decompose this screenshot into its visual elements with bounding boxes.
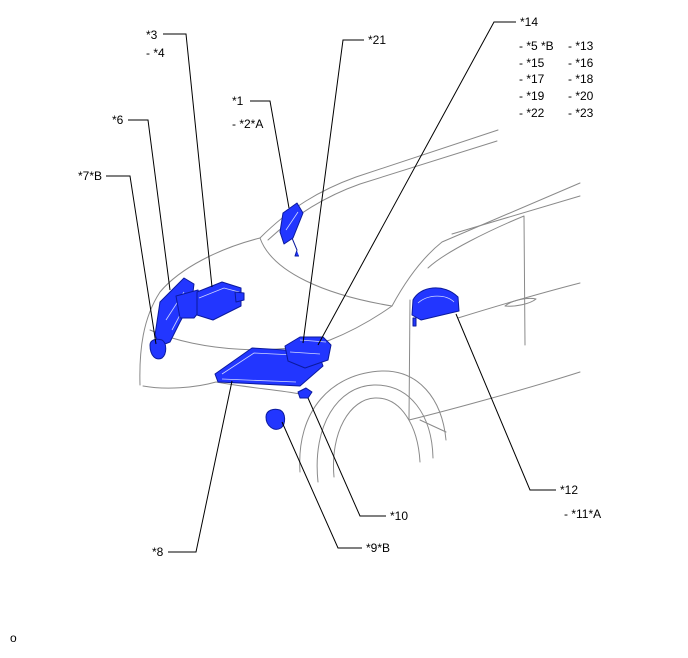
tire-outer bbox=[316, 384, 434, 483]
wheel-arch bbox=[299, 370, 447, 473]
callout-20: - *20 bbox=[568, 89, 594, 103]
fender-rear-line bbox=[419, 419, 447, 433]
tire-inner bbox=[332, 397, 421, 478]
component-12-mirror bbox=[411, 287, 460, 327]
leader-lines bbox=[106, 21, 556, 553]
callout-4: - *4 bbox=[146, 46, 165, 60]
callout-17: - *17 bbox=[519, 72, 545, 86]
leader-line-14 bbox=[317, 21, 516, 346]
roof-rail bbox=[451, 195, 581, 235]
callout-12: *12 bbox=[560, 483, 578, 497]
callout-14: *14 bbox=[520, 15, 538, 29]
door-belt-line bbox=[457, 282, 581, 319]
door-window-frame bbox=[427, 215, 526, 346]
leader-line-1 bbox=[250, 100, 290, 209]
leader-line-9 bbox=[281, 421, 362, 549]
a-pillar bbox=[391, 182, 581, 307]
component-9 bbox=[265, 408, 286, 430]
callout-15: - *15 bbox=[519, 56, 545, 70]
leader-line-12 bbox=[455, 313, 556, 491]
callout-18: - *18 bbox=[568, 72, 594, 86]
callout-11: - *11*A bbox=[564, 507, 601, 521]
callout-21: *21 bbox=[368, 33, 386, 47]
leader-line-8 bbox=[168, 380, 233, 553]
callout-8: *8 bbox=[152, 545, 164, 559]
windshield-top-inner bbox=[267, 140, 498, 241]
callout-22: - *22 bbox=[519, 106, 545, 120]
footer-mark: o bbox=[10, 631, 17, 645]
door-front-edge bbox=[408, 299, 411, 421]
fender-front-line bbox=[215, 381, 301, 395]
leader-line-21 bbox=[302, 39, 364, 344]
callout-10: *10 bbox=[390, 509, 408, 523]
leader-line-3 bbox=[163, 33, 213, 288]
callout-labels: *3 - *4 *21 *14 - *5 *B - *13 - *15 - *1… bbox=[10, 15, 601, 645]
component-1 bbox=[279, 202, 304, 257]
door-handle bbox=[504, 297, 537, 307]
callout-19: - *19 bbox=[519, 89, 545, 103]
callout-7: *7*B bbox=[78, 169, 102, 183]
component-7 bbox=[149, 338, 167, 360]
callout-1: *1 bbox=[232, 94, 244, 108]
callout-3: *3 bbox=[146, 28, 158, 42]
windshield-base bbox=[259, 237, 393, 307]
callout-5: - *5 *B bbox=[519, 39, 554, 53]
callout-2: - *2*A bbox=[232, 117, 263, 131]
callout-13: - *13 bbox=[568, 39, 594, 53]
callout-9: *9*B bbox=[366, 541, 390, 555]
leader-line-10 bbox=[307, 397, 386, 517]
rocker-sill-line bbox=[408, 371, 581, 421]
callout-16: - *16 bbox=[568, 56, 594, 70]
callout-23: - *23 bbox=[568, 106, 594, 120]
component-10 bbox=[297, 387, 313, 399]
front-bumper-line bbox=[142, 381, 217, 389]
leader-line-7 bbox=[106, 175, 157, 345]
leader-line-6 bbox=[128, 119, 171, 291]
callout-6: *6 bbox=[112, 113, 124, 127]
hood-left-edge bbox=[139, 237, 261, 386]
windshield-top-outer bbox=[259, 129, 499, 239]
component-3 bbox=[196, 281, 245, 321]
